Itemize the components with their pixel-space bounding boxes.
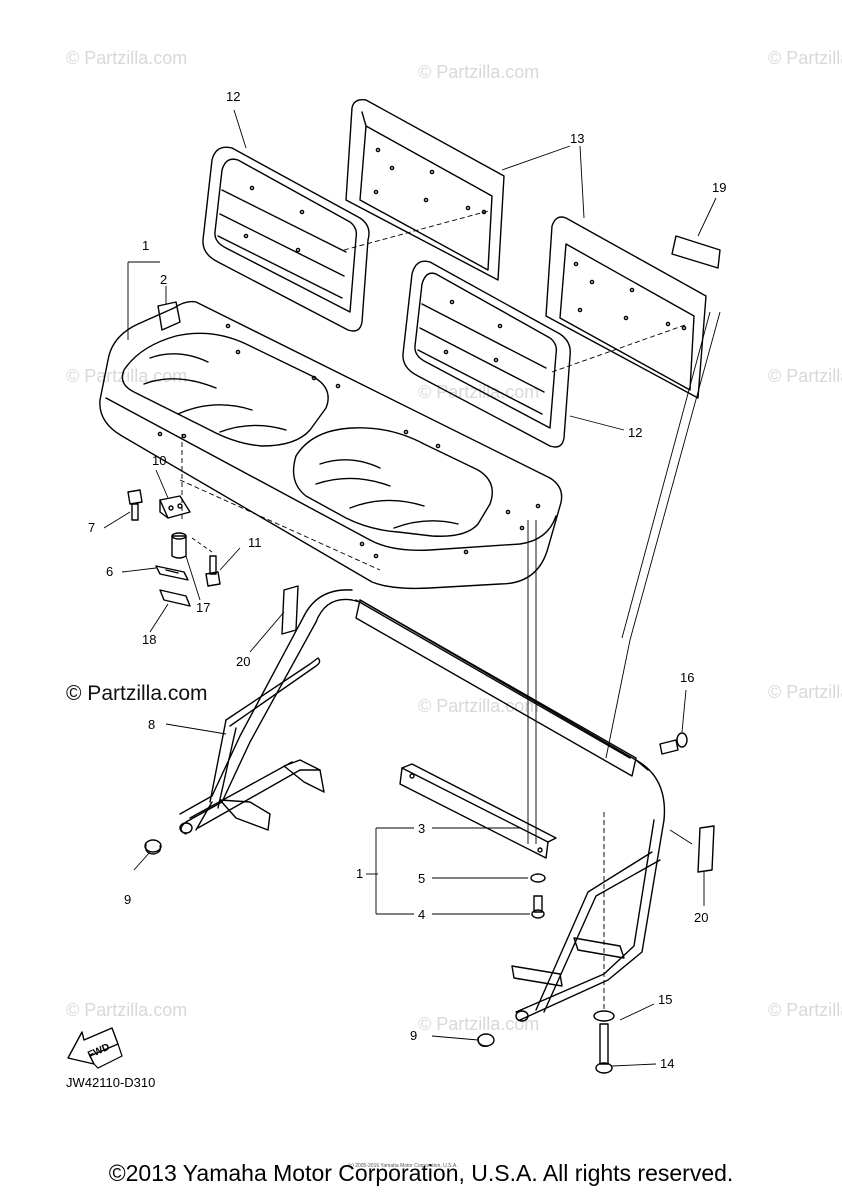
hinge-assembly	[155, 495, 191, 607]
callout-13: 13	[570, 131, 584, 146]
watermark: © Partzilla.com	[768, 366, 842, 386]
label-sticker-2	[157, 301, 181, 331]
callout-19: 19	[712, 180, 726, 195]
bolt-16	[659, 732, 688, 755]
callout-20-left: 20	[236, 654, 250, 669]
seat-frame-right	[355, 599, 666, 1022]
fwd-arrow-icon: FWD	[67, 1027, 123, 1069]
callout-9-left: 9	[124, 892, 131, 907]
watermark: © Partzilla.com	[768, 682, 842, 702]
leader-lines	[103, 109, 721, 1067]
seat-cushion	[99, 300, 563, 590]
copyright-notice: ©2013 Yamaha Motor Corporation, U.S.A. A…	[108, 1160, 734, 1186]
callout-10: 10	[152, 453, 166, 468]
bolt-11	[205, 555, 221, 587]
small-copyright: (c) 2005-2016 Yamaha Motor Corporation, …	[348, 1163, 458, 1169]
callout-4: 4	[418, 907, 425, 922]
callout-17: 17	[196, 600, 210, 615]
seat-rail	[399, 763, 557, 859]
washer-5	[530, 873, 546, 883]
frame-plate	[355, 599, 637, 777]
callout-9-right: 9	[410, 1028, 417, 1043]
bolt-4	[531, 895, 545, 919]
callout-2: 2	[160, 272, 167, 287]
back-panel-right	[545, 216, 707, 399]
label-sticker-19	[671, 235, 721, 269]
callout-11: 11	[248, 535, 262, 550]
callout-15: 15	[658, 992, 672, 1007]
watermark: © Partzilla.com	[66, 1000, 188, 1020]
watermark: © Partzilla.com	[418, 1014, 540, 1034]
callout-14: 14	[660, 1056, 674, 1071]
plug-9-right	[477, 1033, 495, 1048]
callout-labels: 12 13 19 1 2 10 7 11 6 17 18 20 8 16 3 1…	[88, 89, 726, 1071]
callout-16: 16	[680, 670, 694, 685]
diagram-code: JW42110-D310	[66, 1075, 156, 1090]
seat-frame-left	[179, 589, 361, 835]
label-sticker-20-right	[697, 825, 715, 873]
primary-watermark: © Partzilla.com	[66, 682, 208, 705]
callout-20-right: 20	[694, 910, 708, 925]
washer-15	[593, 1010, 615, 1022]
callout-1-top: 1	[142, 238, 149, 253]
watermark: © Partzilla.com	[768, 48, 842, 68]
callout-3: 3	[418, 821, 425, 836]
bolt-7	[127, 489, 143, 521]
callout-6: 6	[106, 564, 113, 579]
callout-12-top: 12	[226, 89, 240, 104]
back-panel-center	[345, 98, 505, 281]
plug-9-left	[144, 839, 162, 855]
callout-5: 5	[418, 871, 425, 886]
callout-8: 8	[148, 717, 155, 732]
callout-18: 18	[142, 632, 156, 647]
bolt-14	[595, 1023, 613, 1074]
label-sticker-20-left	[281, 585, 299, 635]
callout-1-bottom: 1	[356, 866, 363, 881]
backrest-cushion-left	[202, 146, 370, 332]
watermark: © Partzilla.com	[66, 48, 188, 68]
watermark: © Partzilla.com	[418, 62, 540, 82]
callout-7: 7	[88, 520, 95, 535]
watermark: © Partzilla.com	[768, 1000, 842, 1020]
watermark: © Partzilla.com	[418, 696, 540, 716]
callout-12-right: 12	[628, 425, 642, 440]
backrest-cushion-right	[402, 260, 571, 448]
